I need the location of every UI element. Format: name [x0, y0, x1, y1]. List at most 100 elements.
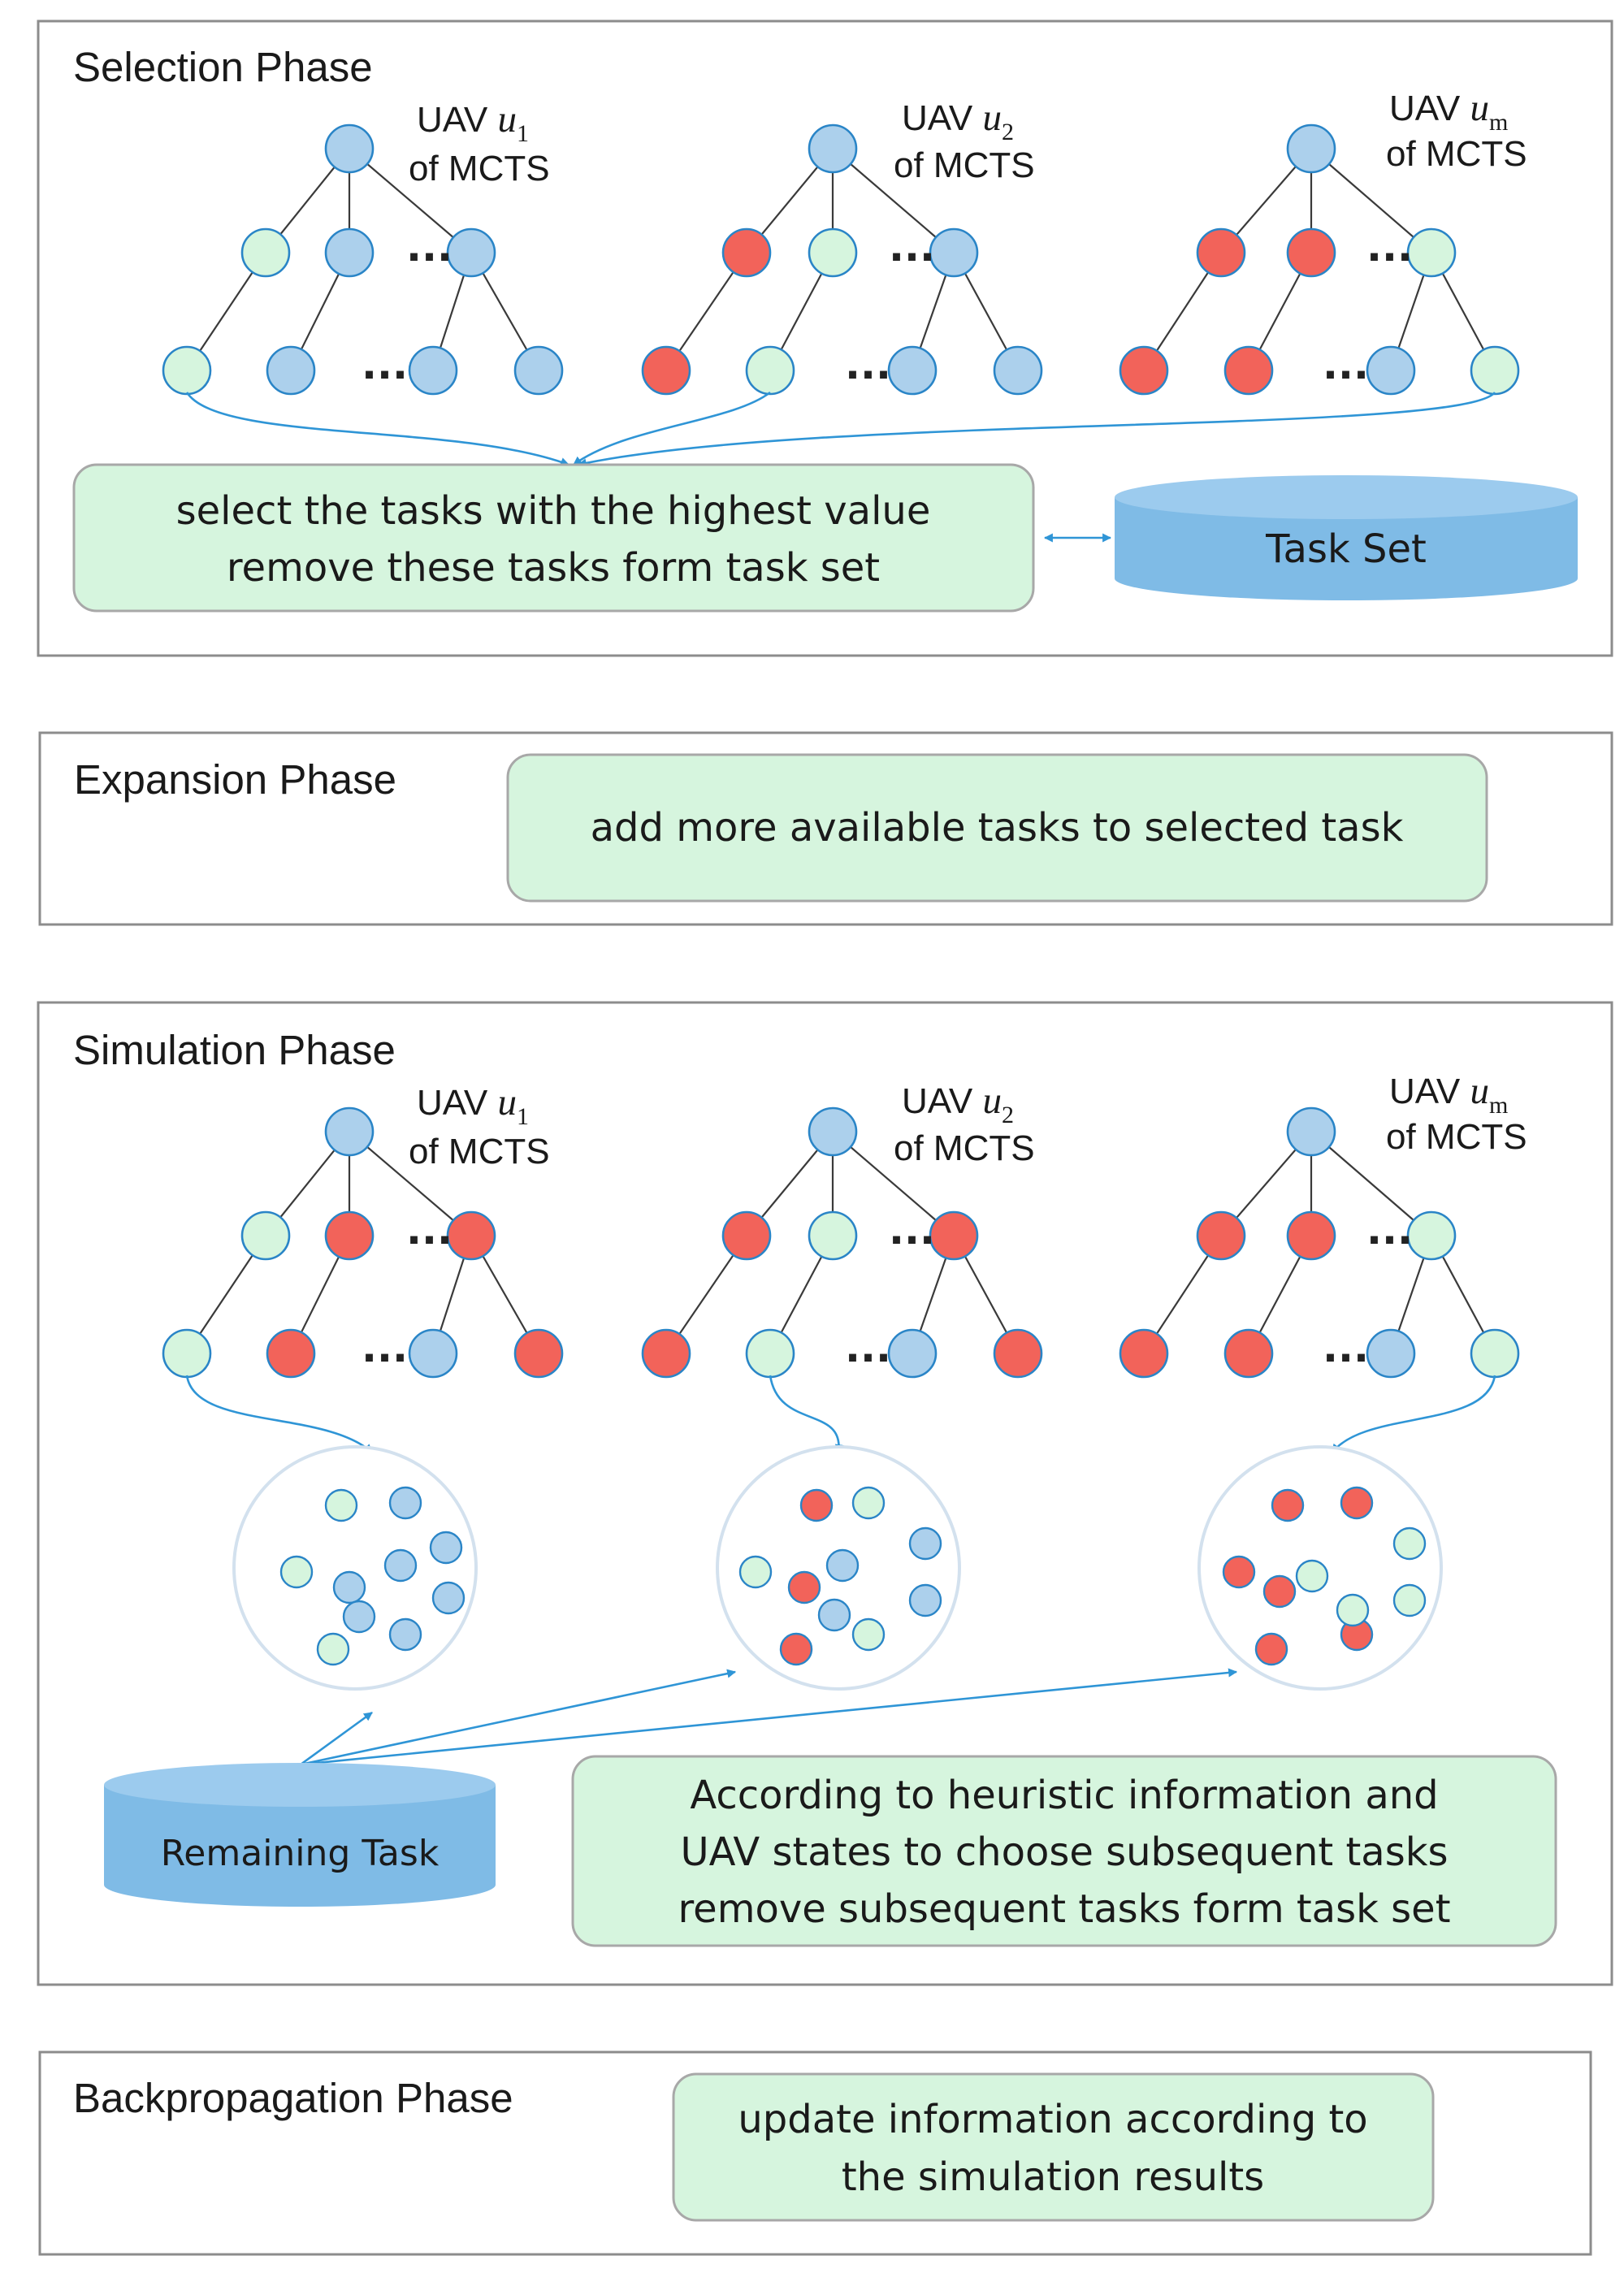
simulation-tree-2-leaf-node	[745, 1328, 795, 1379]
task-pool-1-task-dot	[383, 1548, 418, 1583]
selection-tree-3-leaf-node	[1223, 345, 1274, 396]
task-pool-1-task-dot	[388, 1617, 422, 1652]
expansion-note-box	[506, 753, 1488, 903]
task-pool-3-task-dot	[1340, 1486, 1374, 1520]
simulation-phase: Simulation Phase UAV u1 of MCTS UAV u2 o…	[37, 1001, 1613, 1986]
task-pool-3-task-dot	[1271, 1488, 1305, 1522]
task-pool-3-task-dot	[1295, 1559, 1329, 1593]
simulation-tree-3-ellipsis: ...	[1366, 1206, 1413, 1254]
selection-tree-2-ellipsis: ...	[889, 223, 935, 271]
uav-label-m-suffix: of MCTS	[1386, 134, 1527, 174]
simulation-note-box	[571, 1755, 1557, 1947]
simulation-tree-2-level1-node	[808, 1210, 858, 1261]
selection-tree-1-ellipsis: ...	[362, 341, 408, 388]
selection-tree-3-leaf-node	[1366, 345, 1416, 396]
task-pool-2-task-dot	[738, 1555, 773, 1589]
sim-uav-label-m: UAV um	[1389, 1070, 1508, 1119]
task-pool-1-task-dot	[332, 1570, 366, 1604]
sim-uav-label-2: UAV u2	[902, 1080, 1014, 1128]
selection-phase: Selection Phase UAV u1 of MCTS UAV u2 of…	[37, 19, 1613, 657]
selection-tree-1-level1-node	[240, 227, 291, 278]
selection-tree-3-level1-node	[1406, 227, 1457, 278]
selection-tree-2-level1-node	[808, 227, 858, 278]
task-pool-2-task-dot	[851, 1617, 886, 1652]
task-pool-2-task-dot	[817, 1598, 851, 1632]
simulation-tree-3-leaf-node	[1470, 1328, 1520, 1379]
simulation-tree-1-level1-node	[446, 1210, 496, 1261]
simulation-tree-1-level1-node	[324, 1210, 375, 1261]
selection-tree-2-level1-node	[721, 227, 772, 278]
simulation-tree-3-leaf-node	[1223, 1328, 1274, 1379]
task-pool-2-task-dot	[825, 1548, 860, 1583]
task-pool-2-task-dot	[787, 1570, 821, 1604]
simulation-note-line-3: remove subsequent tasks form task set	[678, 1886, 1450, 1932]
selection-tree-3-ellipsis: ...	[1366, 223, 1413, 271]
selection-arrow-2	[573, 391, 771, 466]
selection-tree-2-leaf-node	[993, 345, 1043, 396]
task-pool-3-task-dot	[1392, 1583, 1427, 1617]
simulation-tree-2-ellipsis: ...	[845, 1324, 891, 1371]
task-pool-1-task-dot	[431, 1581, 466, 1615]
selection-note-line-2: remove these tasks form task set	[227, 545, 880, 591]
simulation-tree-3-level1-node	[1406, 1210, 1457, 1261]
task-pools	[232, 1445, 1443, 1691]
selection-tree-3-leaf-node	[1470, 345, 1520, 396]
simulation-tree-1-edge	[349, 1131, 472, 1236]
simulation-tree-3-edge	[1310, 1131, 1432, 1236]
selection-tree-3-leaf-node	[1119, 345, 1169, 396]
selection-tree-3-root-node	[1286, 123, 1336, 174]
simulation-tree-2-leaf-node	[641, 1328, 691, 1379]
task-pool-2-task-dot	[908, 1583, 942, 1617]
simulation-tree-1-leaf-node	[162, 1328, 212, 1379]
task-pool-3-task-dot	[1222, 1555, 1256, 1589]
selection-tree-1-leaf-node	[513, 345, 564, 396]
sim-leaf-arrow-1	[185, 1375, 373, 1453]
simulation-tree-3-ellipsis: ...	[1323, 1324, 1369, 1371]
backpropagation-note-box	[672, 2072, 1435, 2222]
simulation-tree-1-root-node	[324, 1106, 375, 1157]
remaining-task-database: Remaining Task	[104, 1763, 496, 1907]
expansion-note: add more available tasks to selected tas…	[591, 805, 1404, 851]
backpropagation-phase: Backpropagation Phase update information…	[38, 2050, 1592, 2256]
selection-tree-2-leaf-node	[887, 345, 938, 396]
simulation-note-line-2: UAV states to choose subsequent tasks	[680, 1829, 1448, 1875]
selection-phase-title: Selection Phase	[73, 44, 373, 90]
simulation-tree-1-leaf-node	[266, 1328, 316, 1379]
selection-tree-1-root-node	[324, 123, 375, 174]
task-pool-2-task-dot	[851, 1486, 886, 1520]
simulation-tree-2-leaf-node	[887, 1328, 938, 1379]
selection-tree-3-level1-node	[1286, 227, 1336, 278]
simulation-tree-1-ellipsis: ...	[406, 1206, 453, 1254]
simulation-tree-1-leaf-node	[513, 1328, 564, 1379]
selection-trees: ..................	[162, 123, 1520, 396]
remaining-task-label: Remaining Task	[161, 1833, 440, 1874]
sim-uav-label-1-suffix: of MCTS	[409, 1132, 550, 1171]
simulation-tree-2-ellipsis: ...	[889, 1206, 935, 1254]
task-pool-2-task-dot	[779, 1632, 813, 1666]
selection-tree-2-leaf-node	[641, 345, 691, 396]
selection-tree-1-leaf-node	[162, 345, 212, 396]
simulation-tree-3-leaf-node	[1119, 1328, 1169, 1379]
selection-tree-3-level1-node	[1196, 227, 1246, 278]
sim-uav-label-2-suffix: of MCTS	[894, 1128, 1035, 1168]
selection-tree-1-ellipsis: ...	[406, 223, 453, 271]
simulation-tree-2-root-node	[808, 1106, 858, 1157]
simulation-tree-2-leaf-node	[993, 1328, 1043, 1379]
remaining-arrow-2	[300, 1669, 737, 1766]
selection-tree-1-edge	[349, 148, 472, 253]
simulation-tree-2-edge	[832, 1131, 955, 1236]
selection-tree-2-level1-node	[929, 227, 979, 278]
selection-tree-1-leaf-node	[408, 345, 458, 396]
task-pool-3-task-dot	[1392, 1526, 1427, 1561]
simulation-tree-1-leaf-node	[408, 1328, 458, 1379]
task-set-body	[1115, 497, 1578, 600]
backpropagation-note-line-2: the simulation results	[842, 2154, 1264, 2200]
task-pool-3-task-dot	[1262, 1574, 1297, 1609]
selection-arrow-1	[185, 392, 570, 466]
simulation-tree-3-root-node	[1286, 1106, 1336, 1157]
uav-label-m: UAV um	[1389, 87, 1508, 136]
simulation-trees: ..................	[162, 1106, 1520, 1379]
expansion-phase: Expansion Phase add more available tasks…	[38, 731, 1613, 926]
simulation-tree-3-level1-node	[1196, 1210, 1246, 1261]
task-pool-3-task-dot	[1254, 1632, 1288, 1666]
